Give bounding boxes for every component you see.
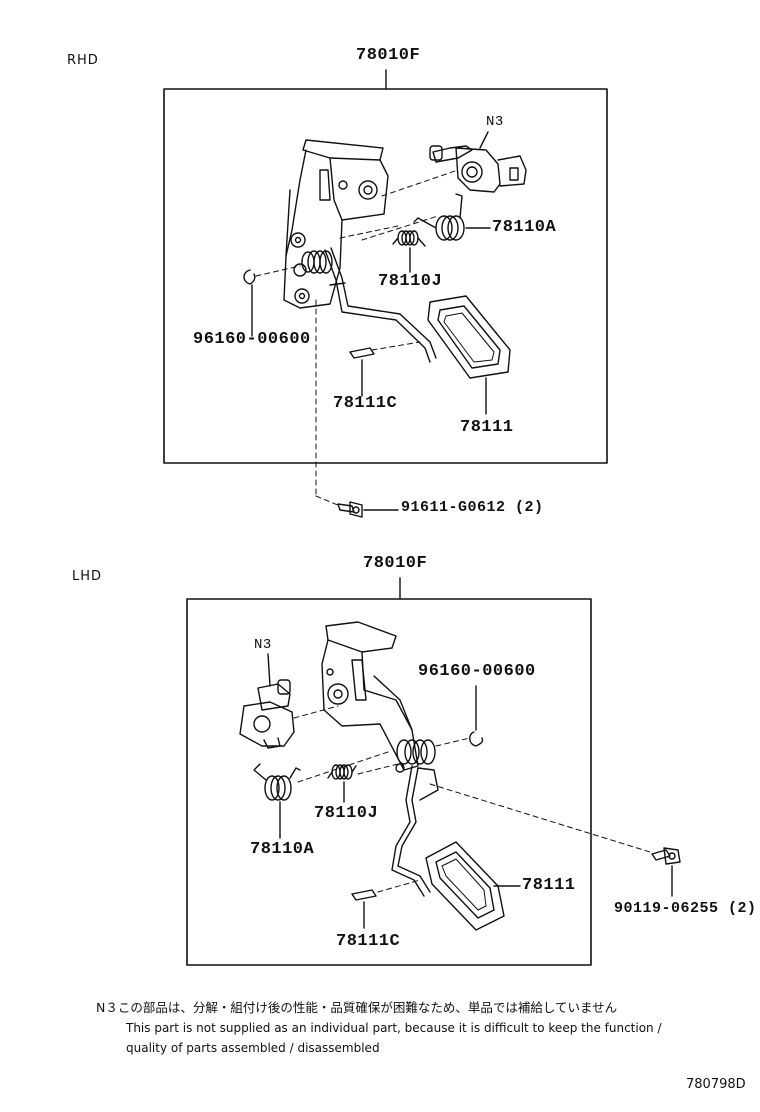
lhd-spring-j-label: 78110J	[314, 804, 379, 823]
rhd-pin-label: 78111C	[333, 394, 398, 413]
rhd-side-label: RHD	[67, 53, 99, 68]
lhd-assembly-number: 78010F	[363, 554, 428, 573]
note-english-line1: This part is not supplied as an individu…	[126, 1021, 662, 1035]
figure-id: 780798D	[686, 1077, 746, 1092]
rhd-pedal-bracket	[283, 139, 389, 309]
rhd-n3-leader	[479, 131, 489, 149]
lhd-pedal-pad-78111	[425, 841, 505, 931]
lhd-alignment-lines	[293, 705, 651, 893]
rhd-pin-78111c	[349, 347, 375, 359]
lhd-clip-96160	[469, 731, 484, 747]
rhd-spring-78110j	[392, 230, 426, 247]
rhd-alignment-lines	[255, 169, 459, 507]
rhd-clip-96160	[243, 269, 256, 285]
lhd-spring-a-label: 78110A	[250, 840, 315, 859]
rhd-n3-label: N3	[486, 114, 504, 130]
lhd-spring-78110j	[327, 764, 357, 780]
rhd-pedal-arm	[324, 247, 437, 363]
lhd-clip-label: 96160-00600	[418, 662, 536, 681]
rhd-assembly-number: 78010F	[356, 46, 421, 65]
note-english-line2: quality of parts assembled / disassemble…	[126, 1041, 380, 1055]
lhd-spring-78110a	[253, 763, 301, 801]
rhd-sensor-n3	[429, 145, 527, 193]
rhd-bolt-label: 91611-G0612 (2)	[401, 499, 544, 516]
lhd-frame	[186, 598, 592, 966]
rhd-clip-label: 96160-00600	[193, 330, 311, 349]
lhd-bolt-90119	[651, 847, 681, 865]
rhd-spring-a-label: 78110A	[492, 218, 557, 237]
lhd-pin-78111c	[351, 889, 377, 901]
rhd-spring-78110a	[413, 193, 465, 241]
lhd-sensor-n3	[239, 679, 295, 749]
lhd-pedal-coil	[395, 739, 436, 773]
rhd-pad-label: 78111	[460, 418, 514, 437]
rhd-bolt-91611	[337, 501, 363, 518]
rhd-spring-j-label: 78110J	[378, 272, 443, 291]
lhd-pedal-bracket	[321, 621, 419, 771]
lhd-n3-label: N3	[254, 637, 272, 653]
rhd-pedal-pad-78111	[427, 295, 511, 379]
lhd-n3-leader	[267, 653, 271, 687]
lhd-pedal-arm	[391, 765, 439, 897]
lhd-pad-label: 78111	[522, 876, 576, 895]
note-japanese: N３この部品は、分解・組付け後の性能・品質確保が困難なため、単品では補給していま…	[96, 1000, 618, 1015]
lhd-side-label: LHD	[72, 569, 103, 584]
lhd-pin-label: 78111C	[336, 932, 401, 951]
lhd-bolt-label: 90119-06255 (2)	[614, 900, 757, 917]
